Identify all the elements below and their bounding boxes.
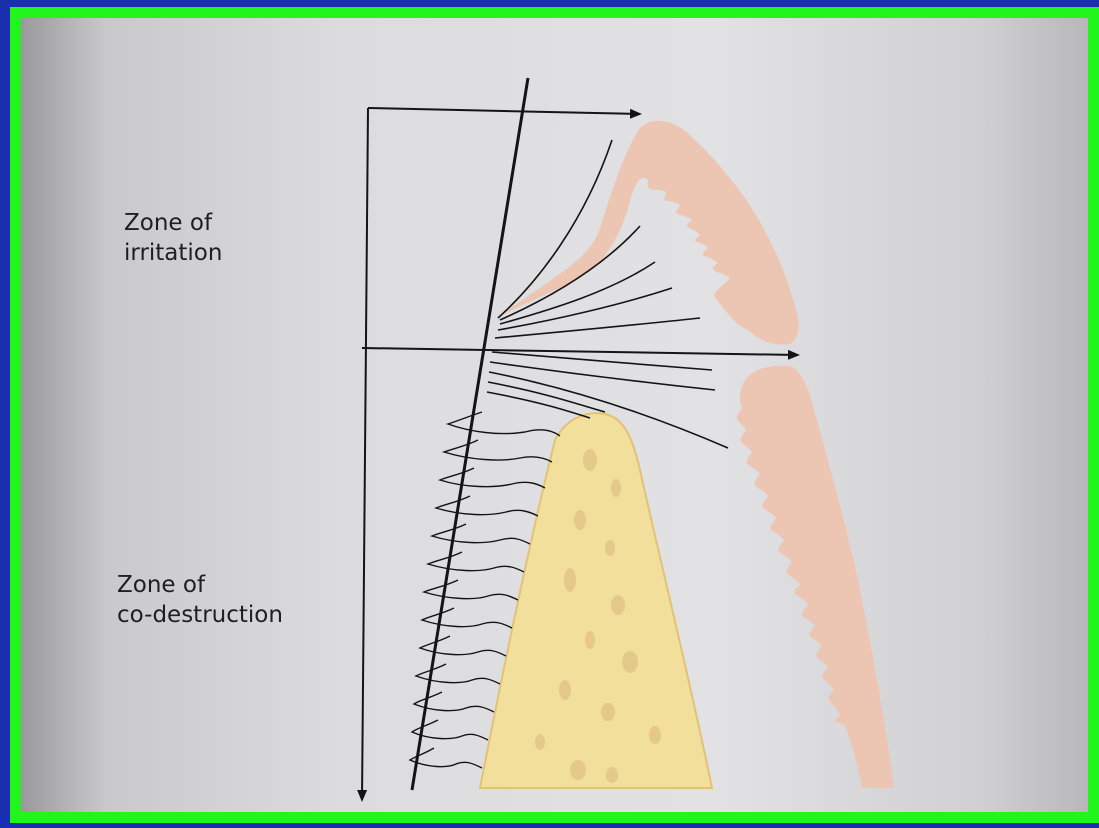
vertical-axis-arrow [362,108,368,800]
top-horizontal-arrow [368,108,640,114]
middle-horizontal-arrow [362,348,798,355]
alveolar-bone [480,413,712,788]
gingiva-lower-lobe [737,366,894,788]
